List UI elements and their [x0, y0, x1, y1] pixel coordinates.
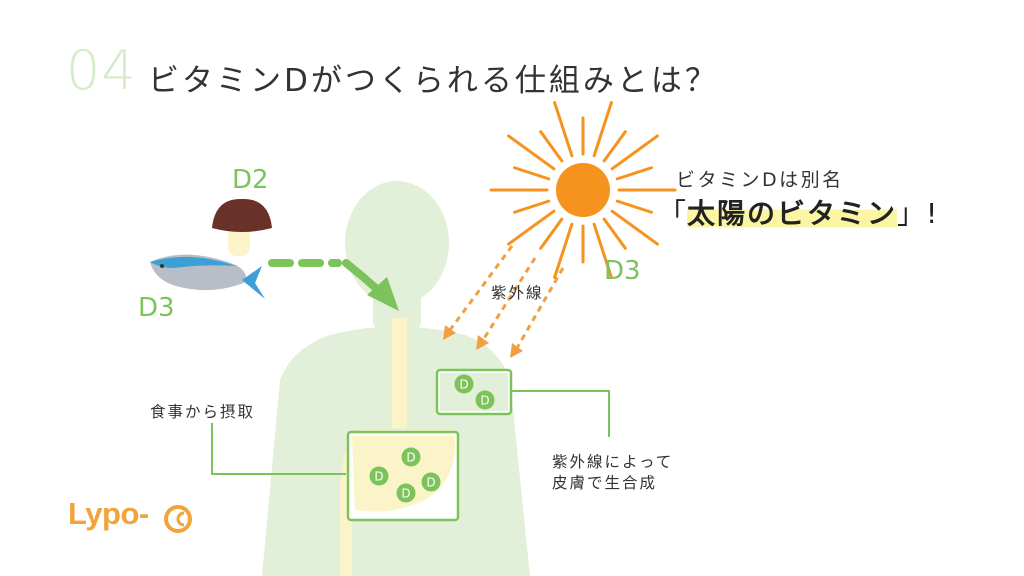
- vitamin-d-badges: D D D D D D: [369, 374, 495, 503]
- page-title: ビタミンDがつくられる仕組みとは？: [148, 63, 719, 99]
- badge-letter: D: [406, 451, 415, 465]
- bracket-close: 」!: [897, 197, 939, 230]
- d3-food-label: D3: [138, 293, 175, 323]
- badge-letter: D: [401, 487, 410, 501]
- vitamin-d-badge-icon: D: [475, 390, 495, 410]
- sun-ray: [539, 130, 564, 163]
- mushroom-icon: [212, 198, 272, 256]
- skin-leader-line: [511, 390, 610, 437]
- sun-ray: [592, 101, 613, 158]
- sun-ray: [507, 134, 556, 171]
- vitamin-d-badge-icon: D: [396, 483, 416, 503]
- badge-letter: D: [459, 378, 468, 392]
- d3-sun-label: D3: [604, 256, 641, 286]
- sun-ray: [513, 199, 551, 214]
- sun-ray: [553, 222, 574, 279]
- skin-synthesis-line2: 皮膚で生合成: [552, 473, 658, 492]
- uv-arrow-heads: [443, 325, 523, 358]
- alias-intro: ビタミンDは別名: [676, 169, 844, 191]
- lypo-c-logo-mark: [164, 505, 192, 533]
- sun-ray: [539, 217, 564, 250]
- sun-ray: [615, 199, 653, 214]
- vitamin-d-badge-icon: D: [401, 447, 421, 467]
- sun-ray: [610, 209, 659, 246]
- sun-ray: [602, 217, 627, 250]
- sun-icon: [489, 101, 677, 279]
- diet-leader-line: [211, 423, 346, 475]
- alias-statement: 「太陽のビタミン」!: [658, 192, 938, 232]
- sun-ray: [602, 130, 627, 163]
- d2-label: D2: [232, 165, 269, 195]
- sun-ray: [610, 134, 659, 171]
- diet-label: 食事から摂取: [150, 403, 256, 421]
- alias-highlight: 太陽のビタミン: [687, 197, 898, 230]
- skin-synthesis-line1: 紫外線によって: [552, 453, 674, 471]
- lypo-c-logo: Lypo-C: [68, 496, 149, 531]
- sun-ray: [553, 101, 574, 158]
- section-number: 04: [66, 39, 137, 102]
- vitamin-d-badge-icon: D: [369, 466, 389, 486]
- food-intake-arrow: [268, 259, 382, 294]
- vitamin-d-badge-icon: D: [421, 472, 441, 492]
- sun-ray: [592, 222, 613, 279]
- sun-ray: [615, 166, 653, 181]
- badge-letter: D: [374, 470, 383, 484]
- uv-label: 紫外線: [491, 284, 544, 302]
- fish-icon: [150, 254, 265, 299]
- sun-ray: [513, 166, 551, 181]
- sun-ray: [507, 209, 556, 246]
- badge-letter: D: [426, 476, 435, 490]
- bracket-open: 「: [658, 197, 688, 230]
- skin-synthesis-label: 紫外線によって 皮膚で生合成: [552, 452, 673, 494]
- badge-letter: D: [480, 394, 489, 408]
- vitamin-d-badge-icon: D: [454, 374, 474, 394]
- food-arrow-head: [367, 277, 399, 311]
- uv-arrows: [448, 245, 565, 349]
